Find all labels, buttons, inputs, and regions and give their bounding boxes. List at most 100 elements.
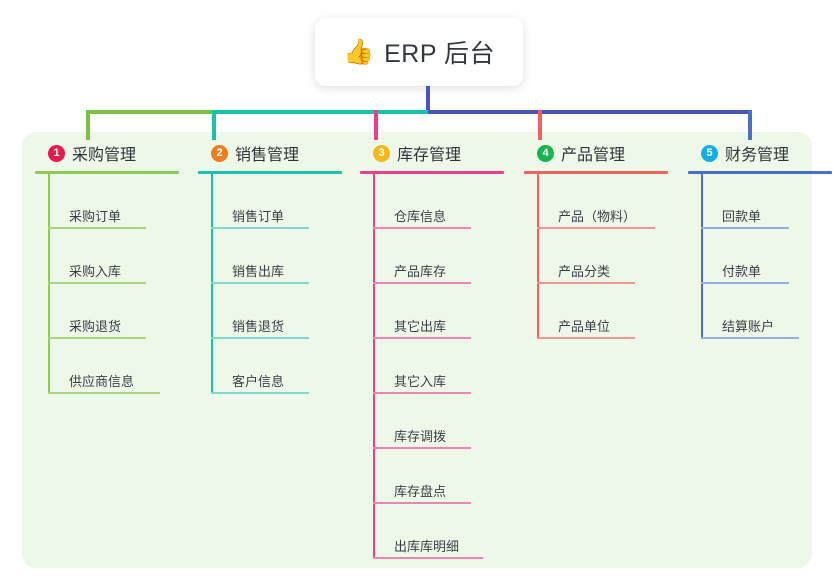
branch-trunk-line [48,174,50,394]
branch-header-4[interactable]: 4 产品管理 [524,140,674,166]
branch-column-2[interactable]: 2 销售管理销售订单销售出库销售退货客户信息 [198,140,348,394]
sub-item-underline [373,282,471,284]
sub-item-label: 产品库存 [394,264,447,279]
sub-item[interactable]: 产品库存 [373,229,510,284]
sub-item-underline [373,227,471,229]
branch-drop-3 [374,110,378,140]
branch-badge-icon: 4 [537,144,554,162]
sub-item-label: 采购入库 [69,264,122,279]
sub-item-underline [537,282,635,284]
sub-item[interactable]: 采购订单 [48,174,185,229]
branch-badge-icon: 5 [701,144,718,162]
branch-title: 销售管理 [235,147,300,164]
branch-underline [360,171,504,174]
sub-item[interactable]: 采购退货 [48,284,185,339]
sub-item[interactable]: 结算账户 [701,284,838,339]
sub-item[interactable]: 回款单 [701,174,838,229]
branch-badge-icon: 3 [373,144,390,162]
sub-item-label: 其它出库 [394,319,447,334]
sub-item-list: 销售订单销售出库销售退货客户信息 [198,174,348,394]
sub-item-list: 产品（物料） 产品分类产品单位 [524,174,674,339]
branch-column-3[interactable]: 3 库存管理仓库信息产品库存其它出库其它入库库存调拨库存盘点出库库明细 [360,140,510,559]
sub-item-label: 出库库明细 [394,539,460,554]
sub-item-underline [211,227,309,229]
branch-drop-1 [86,110,90,140]
branch-drop-4 [538,110,542,140]
sub-item-underline [701,227,789,229]
sub-item[interactable]: 供应商信息 [48,339,185,394]
bus-segment-teal [212,110,428,114]
branch-header-3[interactable]: 3 库存管理 [360,140,510,166]
bus-segment-blue [428,110,752,114]
sub-item[interactable]: 付款单 [701,229,838,284]
sub-item-label: 结算账户 [722,319,775,334]
sub-item[interactable]: 销售订单 [211,174,348,229]
branch-drop-5 [748,110,752,140]
root-node-card[interactable]: 👍 ERP 后台 [315,18,523,86]
sub-item-underline [373,447,471,449]
sub-item-list: 采购订单采购入库采购退货供应商信息 [35,174,185,394]
branch-drop-2 [212,110,216,140]
sub-item[interactable]: 产品（物料） [537,174,674,229]
sub-item-label: 供应商信息 [69,374,135,389]
sub-item[interactable]: 出库库明细 [373,504,510,559]
sub-item-label: 产品单位 [558,319,611,334]
sub-item[interactable]: 销售退货 [211,284,348,339]
sub-item-underline [701,282,789,284]
bus-segment-green [86,110,212,114]
branch-underline [198,171,342,174]
sub-item-label: 库存盘点 [394,484,447,499]
sub-item-underline [211,392,309,394]
sub-item[interactable]: 产品单位 [537,284,674,339]
root-node-title: ERP 后台 [384,40,496,68]
branch-trunk-line [211,174,213,394]
sub-item[interactable]: 其它出库 [373,284,510,339]
sub-item-label: 产品（物料） [558,209,637,224]
sub-item-underline [537,337,635,339]
branch-header-2[interactable]: 2 销售管理 [198,140,348,166]
sub-item[interactable]: 产品分类 [537,229,674,284]
diagram-panel [22,132,812,568]
sub-item[interactable]: 其它入库 [373,339,510,394]
branch-underline [35,171,179,174]
sub-item-underline [373,337,471,339]
sub-item-underline [211,337,309,339]
sub-item-list: 回款单付款单结算账户 [688,174,838,339]
sub-item-label: 采购订单 [69,209,122,224]
sub-item[interactable]: 库存调拨 [373,394,510,449]
sub-item-list: 仓库信息产品库存其它出库其它入库库存调拨库存盘点出库库明细 [360,174,510,559]
sub-item-underline [48,282,146,284]
sub-item-underline [211,282,309,284]
sub-item[interactable]: 客户信息 [211,339,348,394]
sub-item[interactable]: 库存盘点 [373,449,510,504]
sub-item-underline [373,392,471,394]
sub-item-label: 销售退货 [232,319,285,334]
branch-trunk-line [537,174,539,339]
branch-badge-icon: 1 [48,144,65,162]
branch-badge-icon: 2 [211,144,228,162]
branch-title: 库存管理 [397,147,462,164]
sub-item[interactable]: 采购入库 [48,229,185,284]
sub-item-label: 其它入库 [394,374,447,389]
sub-item-underline [48,337,146,339]
thumbs-up-icon: 👍 [342,37,375,66]
sub-item-label: 库存调拨 [394,429,447,444]
branch-column-4[interactable]: 4 产品管理产品（物料） 产品分类产品单位 [524,140,674,339]
sub-item-label: 产品分类 [558,264,611,279]
sub-item[interactable]: 仓库信息 [373,174,510,229]
sub-item-underline [373,502,471,504]
sub-item-label: 付款单 [722,264,762,279]
sub-item-label: 销售订单 [232,209,285,224]
sub-item[interactable]: 销售出库 [211,229,348,284]
sub-item-label: 销售出库 [232,264,285,279]
branch-title: 产品管理 [561,147,626,164]
branch-underline [688,171,832,174]
root-stem [426,86,430,114]
sub-item-underline [48,227,146,229]
sub-item-underline [373,557,483,559]
